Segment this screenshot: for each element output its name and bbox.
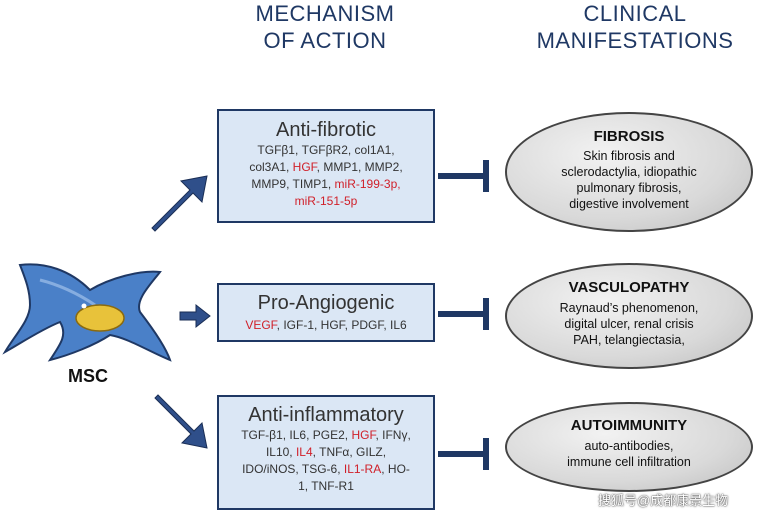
oval-line: PAH, telangiectasia,: [573, 333, 685, 347]
oval-body: auto-antibodies, immune cell infiltration: [507, 438, 751, 470]
factor-text: MMP9, TIMP1,: [251, 177, 335, 191]
oval-line: immune cell infiltration: [567, 455, 691, 469]
factor-text: TGFβ1, TGFβR2, col1A1,: [257, 143, 395, 157]
box-line: miR-151-5p: [219, 193, 433, 210]
highlight-factor: IL4: [295, 445, 313, 459]
box-pro-angiogenic: Pro-Angiogenic VEGF, IGF-1, HGF, PDGF, I…: [217, 283, 435, 342]
oval-body: Raynaud’s phenomenon, digital ulcer, rena…: [507, 300, 751, 348]
highlight-factor: IL1-RA: [343, 462, 382, 476]
highlight-factor: HGF: [292, 160, 317, 174]
highlight-factor: HGF: [351, 428, 376, 442]
clinical-header: CLINICAL MANIFESTATIONS: [536, 1, 734, 53]
box-body: VEGF, IGF-1, HGF, PDGF, IL6: [219, 317, 433, 334]
box-anti-inflammatory: Anti-inflammatory TGF-β1, IL6, PGE2, HGF…: [217, 395, 435, 510]
arrow-to-pro-angiogenic: [179, 303, 211, 329]
msc-nucleus: [75, 304, 125, 332]
box-title: Anti-fibrotic: [275, 119, 377, 141]
factor-text: IL10,: [265, 445, 296, 459]
factor-text: col3A1,: [249, 160, 293, 174]
oval-autoimmunity: AUTOIMMUNITY auto-antibodies, immune cell…: [505, 402, 753, 492]
oval-line: auto-antibodies,: [584, 439, 674, 453]
oval-line: digestive involvement: [569, 197, 689, 211]
oval-line: digital ulcer, renal crisis: [564, 317, 694, 331]
inhibit-fibrosis: [438, 160, 489, 192]
box-line: MMP9, TIMP1, miR-199-3p,: [219, 176, 433, 193]
oval-line: sclerodactylia, idiopathic: [561, 165, 697, 179]
arrow-to-anti-fibrotic: [151, 175, 208, 232]
factor-text: 1, TNF-R1: [298, 479, 354, 493]
highlight-factor: miR-151-5p: [294, 194, 358, 208]
factor-text: IDO/iNOS, TSG-6,: [242, 462, 344, 476]
box-line: col3A1, HGF, MMP1, MMP2,: [219, 159, 433, 176]
box-line: IL10, IL4, TNFα, GILZ,: [219, 444, 433, 461]
factor-text: , IGF-1, HGF, PDGF, IL6: [276, 318, 407, 332]
box-line: VEGF, IGF-1, HGF, PDGF, IL6: [219, 317, 433, 334]
oval-vasculopathy: VASCULOPATHY Raynaud’s phenomenon, digita…: [505, 263, 753, 369]
box-title: Pro-Angiogenic: [257, 292, 395, 314]
arrow-to-anti-inflammatory: [154, 394, 208, 449]
inhibit-vasculopathy: [438, 298, 489, 330]
oval-line: Raynaud’s phenomenon,: [559, 301, 699, 315]
highlight-factor: miR-199-3p,: [334, 177, 401, 191]
factor-text: TGF-β1, IL6, PGE2,: [241, 428, 352, 442]
box-line: IDO/iNOS, TSG-6, IL1-RA, HO-: [219, 461, 433, 478]
box-body: TGF-β1, IL6, PGE2, HGF, IFNγ,IL10, IL4, …: [219, 427, 433, 495]
box-title: Anti-inflammatory: [248, 404, 404, 426]
box-line: TGFβ1, TGFβR2, col1A1,: [219, 142, 433, 159]
inhibit-autoimmunity: [438, 438, 489, 470]
oval-fibrosis: FIBROSIS Skin fibrosis and sclerodactylia…: [505, 112, 753, 232]
oval-line: Skin fibrosis and: [583, 149, 675, 163]
msc-cell-highlight: [39, 278, 96, 307]
oval-title: AUTOIMMUNITY: [570, 417, 688, 434]
factor-text: , TNFα, GILZ,: [312, 445, 387, 459]
box-line: 1, TNF-R1: [219, 478, 433, 495]
factor-text: , HO-: [381, 462, 410, 476]
box-anti-fibrotic: Anti-fibrotic TGFβ1, TGFβR2, col1A1, col3…: [217, 109, 435, 223]
oval-line: pulmonary fibrosis,: [576, 181, 682, 195]
watermark: 搜狐号@成都康景生物: [598, 493, 729, 508]
oval-title: VASCULOPATHY: [568, 279, 690, 296]
mechanism-header: MECHANISM OF ACTION: [255, 1, 395, 53]
msc-nucleus-spot: [81, 303, 87, 309]
oval-body: Skin fibrosis and sclerodactylia, idiopat…: [507, 148, 751, 212]
msc-label: MSC: [68, 366, 108, 386]
factor-text: , MMP1, MMP2,: [316, 160, 403, 174]
box-body: TGFβ1, TGFβR2, col1A1, col3A1, HGF, MMP1,…: [219, 142, 433, 210]
oval-title: FIBROSIS: [593, 128, 665, 145]
factor-text: , IFNγ,: [375, 428, 411, 442]
box-line: TGF-β1, IL6, PGE2, HGF, IFNγ,: [219, 427, 433, 444]
highlight-factor: VEGF: [245, 318, 277, 332]
